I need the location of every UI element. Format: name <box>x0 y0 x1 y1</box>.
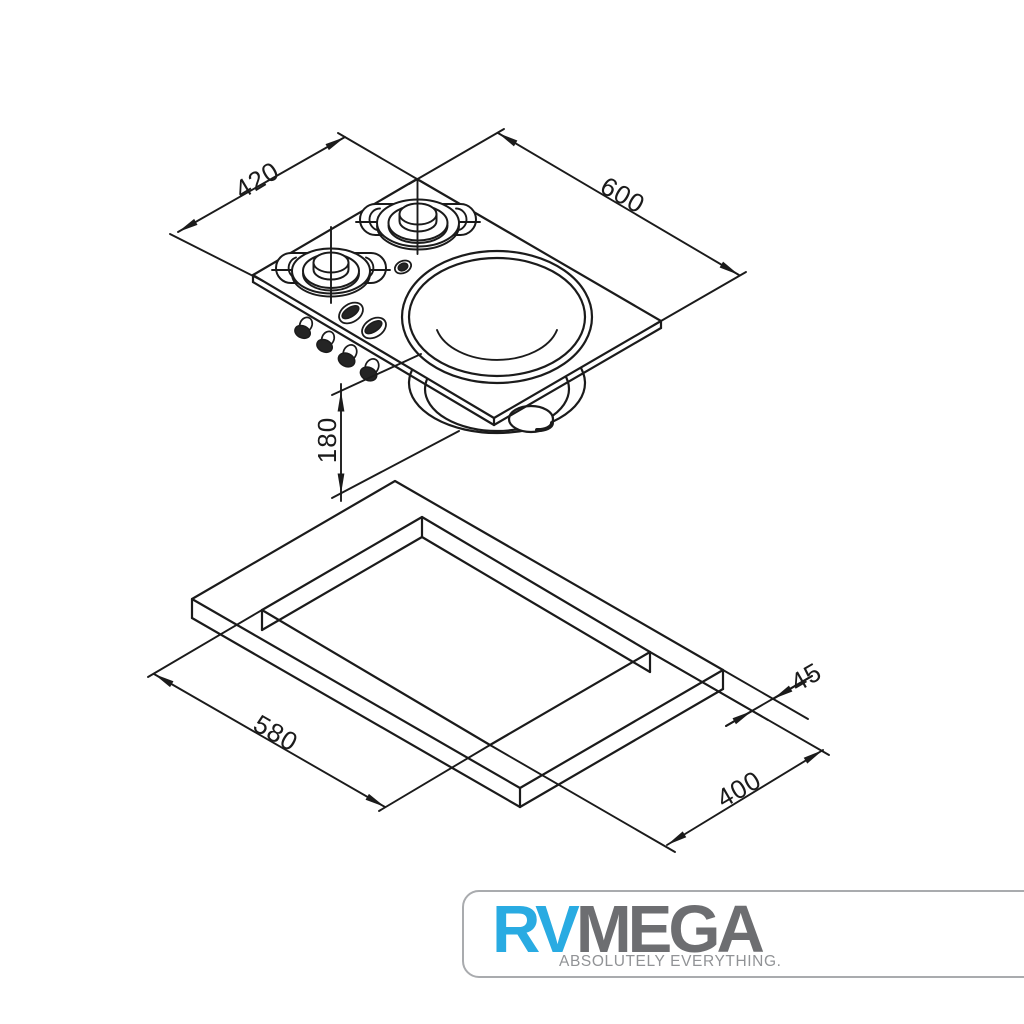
dim-label-600: 600 <box>595 170 650 219</box>
surface-knob-1 <box>338 301 364 325</box>
dim-label-400: 400 <box>711 764 766 813</box>
dim-label-580: 580 <box>248 708 303 757</box>
ignition-button <box>393 259 413 275</box>
dimension-420: 420 <box>169 132 430 282</box>
burner-right <box>355 178 481 255</box>
dim-label-45: 45 <box>785 656 827 697</box>
logo-tagline: ABSOLUTELY EVERYTHING. <box>559 953 782 970</box>
surface-knob-2 <box>361 316 387 340</box>
dim-label-180: 180 <box>312 417 342 463</box>
rvmega-logo: RVMEGA <box>492 896 765 963</box>
edge-knobs <box>294 316 380 382</box>
logo-text-rv: RV <box>492 892 580 967</box>
rvmega-logo-box: RVMEGA ABSOLUTELY EVERYTHING. <box>462 890 1024 978</box>
dimension-180: 180 <box>312 353 460 502</box>
bench-cutout-template <box>190 479 725 809</box>
logo-text-mega: MEGA <box>575 892 765 967</box>
burner-left <box>271 226 391 304</box>
sink-bowl-rim <box>400 249 594 385</box>
